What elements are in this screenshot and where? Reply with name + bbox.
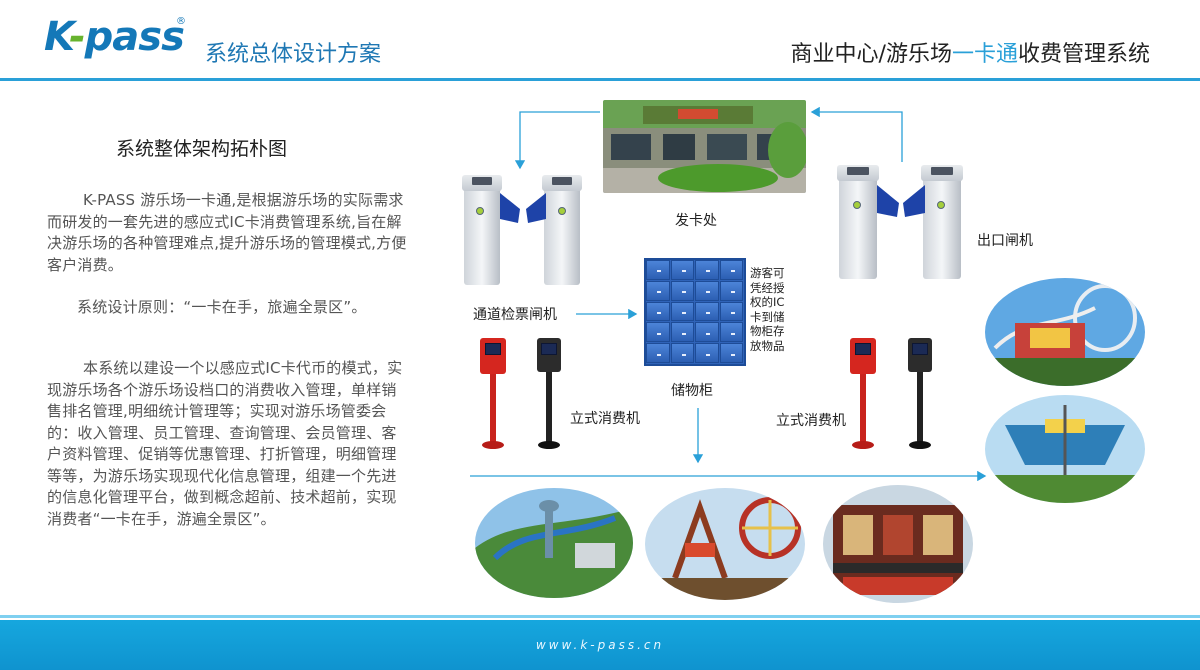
design-principle-paragraph: 系统设计原则：“一卡在手，旅遍全景区”。 — [77, 298, 367, 316]
locker-handle — [730, 332, 735, 335]
locker-door — [719, 343, 743, 363]
locker-door — [670, 260, 694, 280]
locker-handle — [706, 270, 711, 273]
locker-handle — [730, 291, 735, 294]
card-office-photo — [603, 100, 806, 193]
stand-consumption-machine-red-right — [850, 338, 880, 453]
system-title-post: 收费管理系统 — [1017, 42, 1150, 67]
exit-turnstile — [837, 165, 967, 280]
locker-cabinet — [644, 258, 746, 366]
locker-handle — [706, 311, 711, 314]
system-description-paragraph: 本系统以建设一个以感应式IC卡代币的模式，实现游乐场各个游乐场设档口的消费收入管… — [47, 359, 403, 528]
locker-handle — [657, 353, 662, 356]
locker-handle — [657, 291, 662, 294]
locker-door — [670, 343, 694, 363]
locker-door — [670, 280, 694, 301]
locker-handle — [706, 291, 711, 294]
swing-ride-photo — [645, 488, 805, 600]
locker-door — [695, 343, 719, 363]
system-title-pre: 商业中心/游乐场 — [790, 42, 952, 67]
logo-dash: - — [69, 14, 86, 60]
locker-handle — [681, 311, 686, 314]
locker-label: 储物柜 — [671, 383, 713, 399]
locker-door — [719, 301, 743, 322]
stand-consumption-machine-black — [537, 338, 567, 453]
entry-turnstile — [462, 175, 590, 287]
locker-handle — [730, 270, 735, 273]
system-title-highlight: 一卡通 — [951, 42, 1018, 67]
entry-gate-label: 通道检票闸机 — [473, 307, 557, 323]
locker-handle — [681, 291, 686, 294]
locker-door — [719, 322, 743, 343]
stand-machine-right-label: 立式消费机 — [776, 413, 846, 429]
exit-gate-label: 出口闸机 — [977, 233, 1033, 249]
locker-handle — [657, 311, 662, 314]
section-title: 系统整体架构拓朴图 — [116, 138, 288, 160]
stand-consumption-machine-black-right — [908, 338, 938, 453]
locker-handle — [706, 332, 711, 335]
locker-door — [695, 301, 719, 322]
locker-handle — [681, 332, 686, 335]
locker-door — [646, 280, 670, 301]
intro-paragraph: K-PASS 游乐场一卡通,是根据游乐场的实际需求而研发的一套先进的感应式IC卡… — [47, 191, 407, 274]
locker-door — [695, 260, 719, 280]
water-park-photo — [475, 488, 633, 598]
pirate-ship-photo — [985, 395, 1145, 503]
locker-door — [719, 260, 743, 280]
stand-machine-left-label: 立式消费机 — [570, 411, 640, 427]
header: K-pass ® 系统总体设计方案 商业中心/游乐场一卡通收费管理系统 — [0, 0, 1200, 81]
card-office-label: 发卡处 — [675, 213, 717, 229]
header-subtitle: 系统总体设计方案 — [205, 42, 382, 67]
roller-coaster-photo — [985, 278, 1145, 386]
locker-door — [695, 280, 719, 301]
stand-consumption-machine-red — [480, 338, 510, 453]
locker-door — [646, 343, 670, 363]
locker-handle — [657, 332, 662, 335]
locker-door — [646, 322, 670, 343]
footer-bar: www.k-pass.cn — [0, 620, 1200, 670]
logo-letter: K — [44, 14, 70, 60]
footer-website-link[interactable]: www.k-pass.cn — [535, 638, 665, 652]
locker-handle — [730, 311, 735, 314]
connector-arrows — [470, 106, 987, 482]
kpass-logo: K-pass ® — [44, 14, 194, 70]
locker-handle — [681, 270, 686, 273]
locker-door — [646, 301, 670, 322]
locker-door — [670, 322, 694, 343]
header-divider — [0, 78, 1200, 81]
locker-handle — [681, 353, 686, 356]
locker-door — [695, 322, 719, 343]
locker-door — [670, 301, 694, 322]
footer-divider — [0, 615, 1200, 618]
locker-handle — [706, 353, 711, 356]
logo-word: pass — [84, 14, 185, 60]
locker-note: 游客可凭经授权的IC卡到储物柜存放物品 — [750, 266, 785, 353]
locker-door — [646, 260, 670, 280]
street-shops-photo — [823, 485, 973, 603]
locker-door — [719, 280, 743, 301]
system-title: 商业中心/游乐场一卡通收费管理系统 — [791, 36, 1150, 68]
topology-diagram: 发卡处 出口闸机 通道检票闸机 游客可凭经授权的IC卡到储物柜存放物品 储物柜 … — [440, 90, 1200, 615]
registered-mark: ® — [176, 16, 186, 27]
locker-handle — [657, 270, 662, 273]
locker-handle — [730, 353, 735, 356]
